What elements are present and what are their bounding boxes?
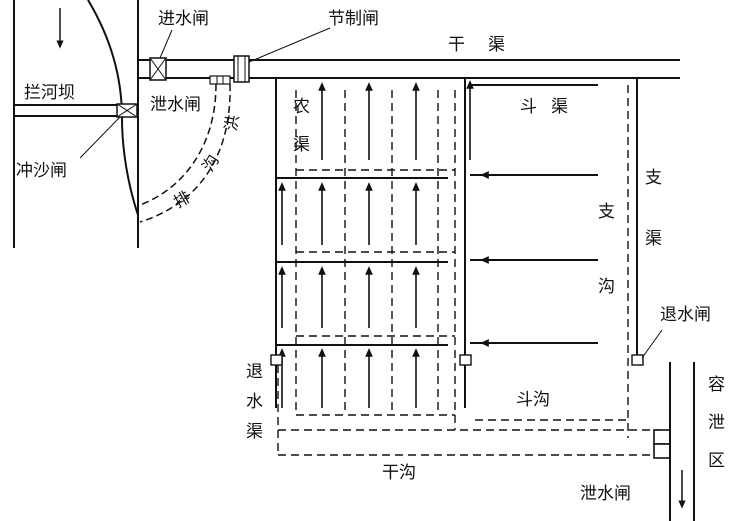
storage-channel <box>669 362 695 521</box>
check-gate <box>233 55 250 83</box>
branch-canal-char-2: 渠 <box>645 229 662 249</box>
farm-canals <box>275 78 638 408</box>
spill-gate-top <box>209 75 231 85</box>
farm-canal-char-1: 农 <box>293 97 310 117</box>
drain-ditch-char-2: 沟 <box>198 151 222 174</box>
return-canal-char-2: 水 <box>246 392 263 412</box>
branch-ditch-char-1: 支 <box>598 202 615 222</box>
lateral-ditch-label: 斗沟 <box>516 390 550 410</box>
lateral-canal-top-label: 斗渠 <box>520 97 582 117</box>
storage-area-char-1: 容 <box>708 375 725 395</box>
field-channels <box>278 80 590 408</box>
return-gates <box>270 354 644 366</box>
river <box>13 0 139 248</box>
drain-ditch <box>139 83 231 223</box>
flush-gate <box>116 103 138 118</box>
intake-gate <box>149 57 167 81</box>
storage-area-char-3: 区 <box>708 451 725 471</box>
flush-gate-label: 冲沙闸 <box>16 161 67 181</box>
return-canal-char-1: 退 <box>246 362 263 382</box>
main-canal <box>138 59 680 79</box>
spill-gate-top-label: 泄水闸 <box>150 95 201 115</box>
check-gate-leader <box>248 27 331 63</box>
branch-ditch-char-2: 沟 <box>598 277 615 297</box>
branch-canal-char-1: 支 <box>645 168 662 188</box>
spill-gate-bottom-label: 泄水闸 <box>580 484 631 504</box>
check-gate-label: 节制闸 <box>328 9 379 29</box>
return-gate-right-label: 退水闸 <box>660 305 711 325</box>
intake-gate-leader <box>159 29 173 59</box>
return-gate-right-leader <box>641 329 663 359</box>
storage-area-char-2: 泄 <box>708 413 725 433</box>
spill-gate-bottom <box>653 429 671 459</box>
flush-gate-leader <box>79 116 121 159</box>
dam-label: 拦河坝 <box>24 83 75 103</box>
ditches <box>277 85 660 456</box>
drain-ditch-char-3: 洪 <box>221 113 242 132</box>
main-canal-label-2: 渠 <box>488 35 505 55</box>
drain-ditch-char-1: 排 <box>170 187 193 211</box>
intake-gate-label: 进水闸 <box>158 9 209 29</box>
main-canal-label-1: 干 <box>448 35 465 55</box>
main-ditch-label: 干沟 <box>382 463 416 483</box>
return-canal-char-3: 渠 <box>246 422 263 442</box>
farm-canal-char-2: 渠 <box>293 135 310 155</box>
